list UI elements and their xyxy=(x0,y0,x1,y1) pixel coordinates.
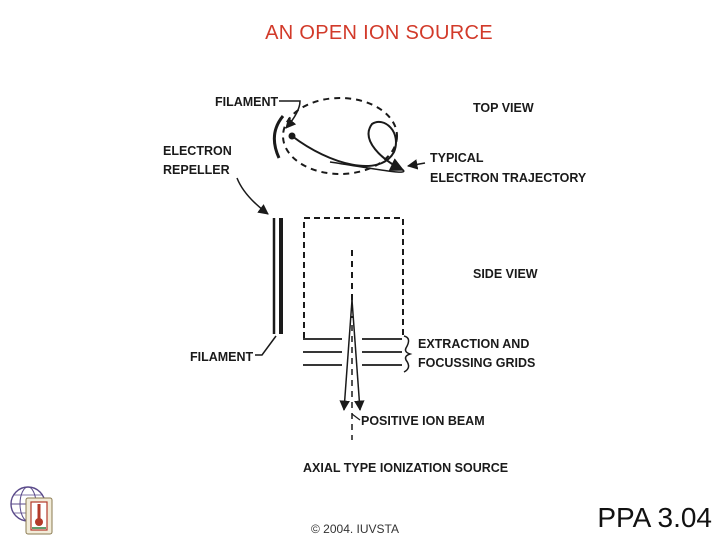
extraction-grids xyxy=(303,338,402,366)
copyright-notice: © 2004. IUVSTA xyxy=(311,522,399,536)
slide-number: PPA 3.04 xyxy=(597,502,712,533)
top-view-repeller xyxy=(272,115,285,159)
label-typical: TYPICAL xyxy=(430,151,484,165)
label-side-view: SIDE VIEW xyxy=(473,267,538,281)
electron-trajectory-return xyxy=(329,161,405,173)
filament-top-leader xyxy=(279,100,301,129)
trajectory-leader xyxy=(406,159,426,170)
label-filament-bottom: FILAMENT xyxy=(190,350,254,364)
top-view-cage xyxy=(282,97,398,175)
slide-title: AN OPEN ION SOURCE xyxy=(265,22,493,44)
label-focussing-grids: FOCUSSING GRIDS xyxy=(418,356,535,370)
diagram-caption: AXIAL TYPE IONIZATION SOURCE xyxy=(303,461,508,475)
label-positive-ion-beam: POSITIVE ION BEAM xyxy=(361,414,485,428)
grids-brace xyxy=(403,335,413,373)
label-electron-trajectory: ELECTRON TRAJECTORY xyxy=(430,171,587,185)
label-electron: ELECTRON xyxy=(163,144,232,158)
positive-ion-beam xyxy=(339,299,365,440)
label-top-view: TOP VIEW xyxy=(473,101,534,115)
filament-bottom-leader xyxy=(255,335,277,356)
label-repeller: REPELLER xyxy=(163,163,230,177)
label-filament-top: FILAMENT xyxy=(215,95,279,109)
side-view-cage xyxy=(303,217,404,338)
repeller-leader xyxy=(236,177,269,215)
iuvsta-globe-logo-icon xyxy=(10,486,53,535)
label-extraction-and: EXTRACTION AND xyxy=(418,337,529,351)
ion-beam-leader xyxy=(351,413,361,421)
electron-trajectory xyxy=(291,121,405,171)
